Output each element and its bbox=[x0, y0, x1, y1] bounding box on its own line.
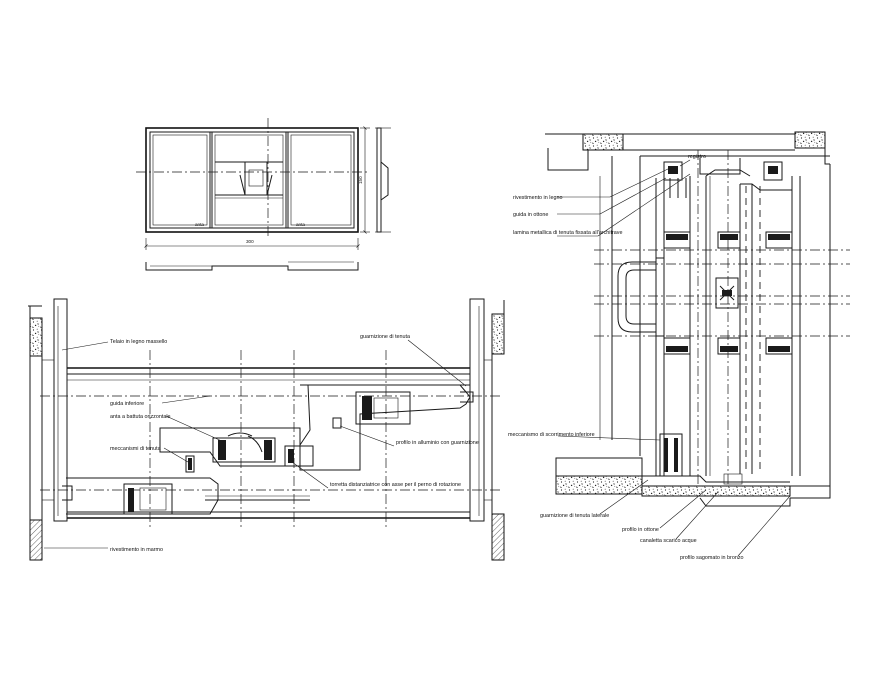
dimension-height: 150 bbox=[358, 176, 363, 184]
label-telaio-legno: Telaio in legno massello bbox=[110, 339, 167, 345]
label-profilo-sagomato: profilo sagomato in bronzo bbox=[680, 555, 744, 561]
vertical-section: registro rivestimento in legno guida in … bbox=[508, 131, 850, 561]
label-anta-battuta: anta a battuta orizzontale bbox=[110, 414, 171, 420]
elevation-tag-right: anta bbox=[296, 222, 305, 227]
elevation-tag-left: anta bbox=[195, 222, 204, 227]
label-guida-ottone: guida in ottone bbox=[513, 212, 548, 218]
front-elevation: anta anta 300 150 bbox=[136, 118, 391, 271]
label-meccanismo-tenuta: meccanismi di tenuta bbox=[110, 446, 161, 452]
label-guarnizione-tenuta: guarnizione di tenuta bbox=[360, 334, 410, 340]
label-guida-inferiore: guida inferiore bbox=[110, 401, 144, 407]
label-rivestimento-legno: rivestimento in legno bbox=[513, 195, 562, 201]
label-guarnizione-tenuta-laterale: guarnizione di tenuta laterale bbox=[540, 513, 609, 519]
label-registro: registro bbox=[688, 154, 706, 160]
label-torretta: torretta distanziatrice con asse per il … bbox=[330, 482, 461, 488]
plan-section: Telaio in legno massello guarnizione di … bbox=[28, 298, 505, 561]
label-canaletta: canaletta scarico acque bbox=[640, 538, 697, 544]
label-profilo-alluminio: profilo in alluminio con guarnizione bbox=[396, 440, 479, 446]
label-lamina-metallica: lamina metallica di tenuta fissata all'a… bbox=[513, 230, 623, 236]
dimension-width: 300 bbox=[246, 239, 254, 244]
label-profilo-ottone: profilo in ottone bbox=[622, 527, 659, 533]
label-meccanismo-scorrimento: meccanismo di scorrimento inferiore bbox=[508, 432, 595, 438]
label-rivestimento-marmo: rivestimento in marmo bbox=[110, 547, 163, 553]
